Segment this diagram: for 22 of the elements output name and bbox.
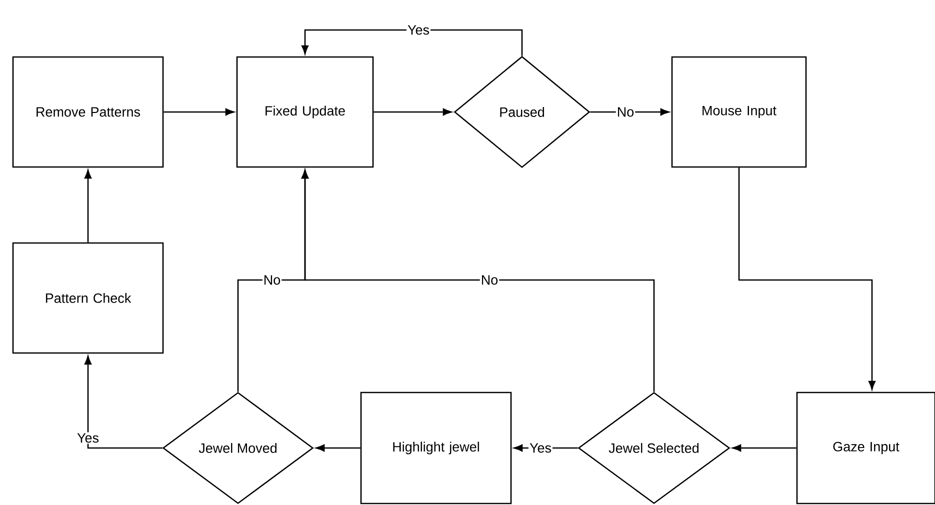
edge-label: Yes — [76, 432, 100, 444]
edge-label: No — [480, 274, 500, 286]
edge-label: No — [616, 106, 636, 118]
arrow — [84, 356, 162, 449]
process-box: Highlight jewel — [360, 392, 512, 504]
arrow — [590, 108, 670, 116]
process-box: Mouse Input — [671, 56, 807, 168]
arrow — [374, 108, 452, 116]
arrow — [84, 170, 92, 242]
process-box: Remove Patterns — [12, 56, 164, 168]
edge-label: Yes — [406, 24, 431, 36]
arrow — [732, 444, 796, 452]
arrow — [316, 444, 360, 452]
process-box: Fixed Update — [236, 56, 374, 168]
edge-label: Yes — [528, 442, 553, 454]
arrow — [301, 170, 655, 392]
arrow — [301, 29, 523, 56]
arrow — [164, 108, 234, 116]
process-box: Pattern Check — [12, 242, 164, 354]
edge-label: No — [262, 274, 282, 286]
process-box: Gaze Input — [796, 392, 935, 504]
arrow — [738, 168, 876, 390]
